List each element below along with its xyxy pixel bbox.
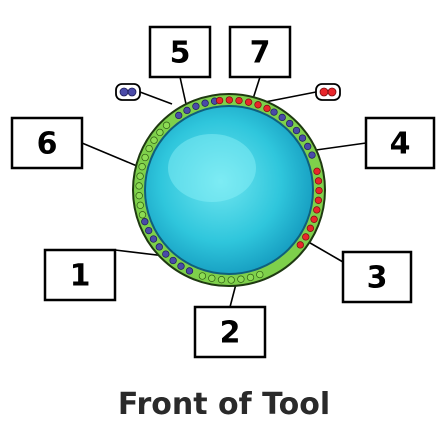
- leader-line-6: [81, 142, 138, 167]
- ring-dot-bottom-green: [246, 273, 255, 282]
- legend-chip-blue: [115, 83, 141, 101]
- ring-dot-right-red: [306, 224, 315, 232]
- ring-dot-left-green: [136, 201, 144, 209]
- label-box-2: 2: [193, 305, 267, 359]
- leader-lines: [81, 76, 367, 308]
- ring-dot-right-upper-blue: [298, 134, 307, 142]
- label-text-1: 1: [70, 259, 91, 294]
- label-box-5: 5: [148, 25, 212, 79]
- ring-dot-top-left-blue: [183, 106, 191, 115]
- ring-dot-bottom-green: [256, 270, 264, 279]
- ring-dot-top-right-red: [235, 96, 243, 105]
- label-box-1: 1: [43, 248, 117, 302]
- ring-dot-bottom-left-blue: [185, 267, 194, 275]
- leader-line-4: [315, 142, 367, 151]
- ring-dot-right-upper-blue: [308, 151, 316, 159]
- ring-dot-top-right-red: [263, 104, 271, 113]
- ring-dot-right-red: [314, 196, 323, 204]
- legend-chip-red: [315, 83, 341, 101]
- ring-dot-bottom-left-blue: [162, 250, 170, 258]
- label-box-4: 4: [364, 116, 436, 170]
- diagram-caption: Front of Tool: [118, 387, 330, 422]
- ring-dot-right-red: [302, 233, 310, 241]
- label-box-7: 7: [228, 25, 292, 79]
- ring-dot-left-green: [141, 153, 149, 162]
- tool-face: [144, 105, 314, 275]
- label-text-6: 6: [37, 127, 58, 162]
- ring-dot-bottom-green: [237, 275, 245, 283]
- label-text-2: 2: [220, 316, 241, 351]
- ring-dot-left-green: [135, 192, 143, 200]
- leader-line-2: [229, 283, 237, 308]
- ring-dot-right-red: [310, 215, 318, 223]
- ring-dot-bottom-left-blue: [169, 256, 177, 265]
- ring-dot-right-red: [315, 186, 323, 195]
- leader-line-5: [179, 76, 187, 105]
- ring-dot-bottom-left-blue: [141, 218, 149, 226]
- ring-dot-bottom-green: [217, 276, 226, 284]
- ring-dot-right-upper-blue: [278, 113, 286, 122]
- leader-line-blue-chip: [139, 91, 173, 105]
- ring-dot-left-green: [138, 211, 147, 219]
- label-box-3: 3: [341, 250, 413, 304]
- ring-dot-bottom-green: [208, 274, 216, 282]
- ring-dot-top-right-red: [215, 96, 224, 105]
- ring-dot-right-upper-blue: [304, 142, 312, 151]
- label-text-5: 5: [170, 36, 191, 71]
- ring-dot-bottom-left-blue: [149, 235, 158, 243]
- ring-dot-right-upper-blue: [270, 108, 278, 116]
- ring-dot-top-left-blue: [175, 111, 183, 120]
- ring-dot-right-upper-blue: [292, 126, 301, 135]
- ring-dot-top-right-red: [254, 101, 262, 109]
- ring-dot-right-red: [313, 206, 321, 214]
- ring-dot-bottom-left-blue: [145, 226, 153, 235]
- label-box-6: 6: [10, 116, 84, 170]
- ring-dot-bottom-left-blue: [155, 243, 163, 251]
- ring-dot-left-green: [150, 136, 158, 144]
- ring-dot-bottom-left-blue: [177, 262, 185, 270]
- ring-dot-right-red: [314, 177, 323, 185]
- ring-dot-right-red: [296, 241, 304, 249]
- leader-line-red-chip: [264, 91, 317, 103]
- ring-dot-top-right-red: [225, 96, 233, 104]
- ring-dot-right-red: [313, 167, 321, 175]
- ring-dot-top-left-blue: [192, 102, 200, 110]
- dot-ring: [135, 96, 323, 284]
- ring-dot-left-green: [156, 128, 164, 137]
- ring-dot-left-green: [136, 172, 144, 180]
- ring-dot-left-green: [135, 182, 143, 190]
- label-text-4: 4: [390, 127, 411, 162]
- tool-face-highlight: [168, 134, 256, 202]
- ring-dot-left-green: [162, 121, 171, 129]
- ring-dot-top-left-blue: [201, 99, 209, 107]
- label-text-7: 7: [250, 36, 271, 71]
- ring-dot-bottom-green: [198, 272, 207, 280]
- ring-dot-bottom-green: [227, 276, 235, 284]
- leader-line-3: [304, 239, 344, 263]
- ring-dot-left-green: [145, 144, 153, 153]
- ring-dot-top-right-red: [244, 98, 253, 106]
- leader-line-1: [114, 249, 166, 257]
- label-text-3: 3: [367, 261, 388, 296]
- ring-dot-right-upper-blue: [286, 119, 294, 128]
- ring-dot-left-green: [138, 163, 146, 171]
